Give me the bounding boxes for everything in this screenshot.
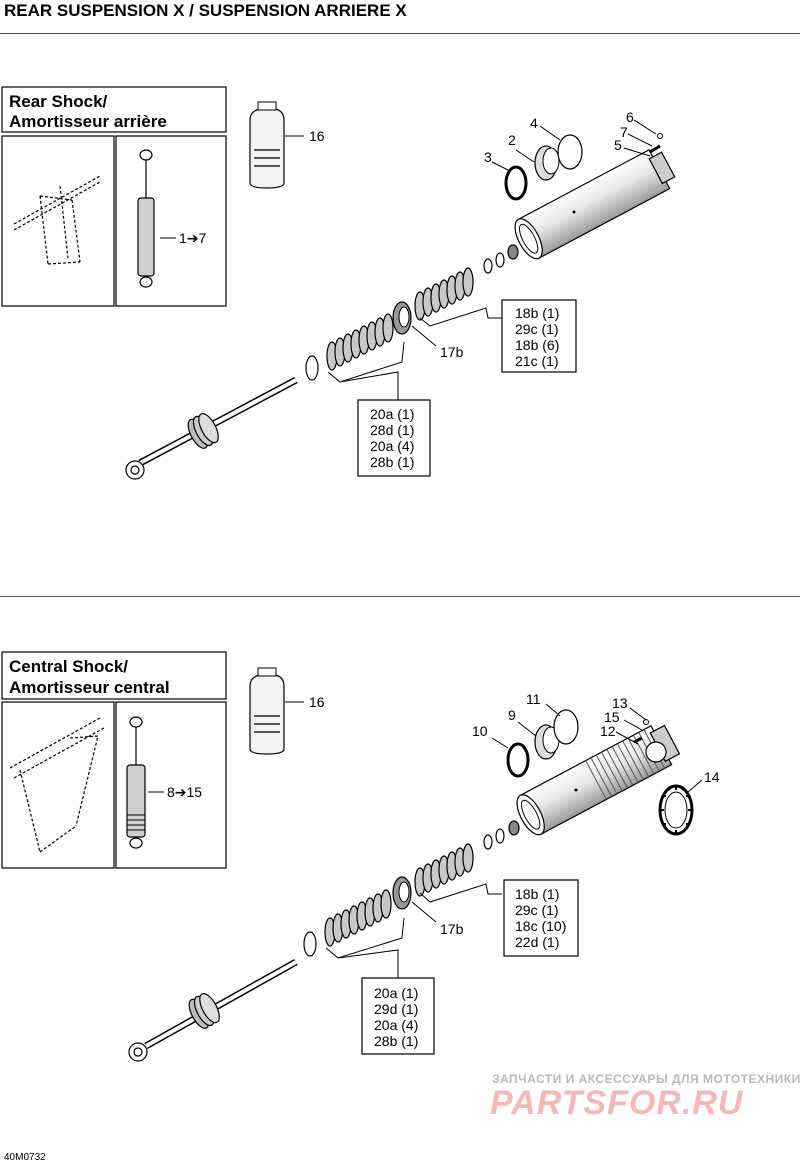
rear-legend-top-1: 29c (1) bbox=[515, 321, 559, 337]
central-legend-bottom-3: 28b (1) bbox=[374, 1033, 418, 1049]
rear-shaft-assembly bbox=[125, 355, 319, 480]
central-legend-top-3: 22d (1) bbox=[515, 934, 559, 950]
rear-legend-bottom-3: 28b (1) bbox=[370, 454, 414, 470]
rear-callout-5: 5 bbox=[614, 137, 622, 153]
central-nut bbox=[508, 820, 520, 836]
title-divider bbox=[0, 33, 800, 34]
rear-legend-top-box bbox=[501, 299, 577, 373]
central-shock-sketch bbox=[126, 716, 164, 849]
central-legend-bottom-2: 20a (4) bbox=[374, 1017, 418, 1033]
central-callout-12: 12 bbox=[600, 723, 616, 739]
central-upper-shim-stack bbox=[414, 843, 474, 897]
central-legend-top-2: 18c (10) bbox=[515, 918, 566, 934]
central-callout-11: 11 bbox=[526, 691, 541, 707]
central-spring-preload-ring bbox=[658, 784, 694, 836]
rear-box-title-line2: Amortisseur arrière bbox=[9, 112, 167, 131]
rear-legend-leaders bbox=[327, 307, 502, 400]
rear-callout-4: 4 bbox=[530, 115, 538, 131]
section-divider bbox=[0, 596, 800, 597]
central-callout-13: 13 bbox=[612, 695, 628, 711]
rear-callout-leaders bbox=[491, 119, 657, 171]
rear-callout-2: 2 bbox=[508, 132, 516, 148]
central-callout-17b: 17b bbox=[440, 921, 464, 937]
page-title: REAR SUSPENSION X / SUSPENSION ARRIERE X bbox=[4, 1, 407, 20]
central-legend-bottom-1: 29d (1) bbox=[374, 1001, 418, 1017]
central-lower-shim-stack bbox=[324, 889, 392, 947]
central-callout-leaders bbox=[491, 703, 703, 793]
rear-seal-parts bbox=[504, 133, 663, 201]
central-callout-14: 14 bbox=[704, 769, 720, 785]
drawing-code: 40M0732 bbox=[4, 1152, 46, 1163]
rear-callout-17b: 17b bbox=[440, 344, 464, 360]
central-frame-sketch bbox=[9, 717, 105, 853]
rear-frame-sketch bbox=[13, 175, 101, 265]
rear-piston bbox=[392, 301, 437, 347]
rear-oil-bottle bbox=[249, 101, 304, 189]
rear-legend-bottom-1: 28d (1) bbox=[370, 422, 414, 438]
central-legend-top-0: 18b (1) bbox=[515, 886, 559, 902]
central-legend-top-box bbox=[503, 879, 579, 957]
central-callout-15: 15 bbox=[604, 709, 620, 725]
rear-upper-shim-stack bbox=[414, 267, 474, 321]
central-callout-16: 16 bbox=[309, 694, 325, 710]
rear-title-box: Rear Shock/ Amortisseur arrière bbox=[1, 86, 227, 307]
watermark-logo: PARTSFOR.RU bbox=[490, 1084, 744, 1122]
watermark-tagline: ЗАПЧАСТИ И АКСЕССУАРЫ ДЛЯ МОТОТЕХНИКИ bbox=[492, 1072, 800, 1086]
rear-legend-bottom-2: 20a (4) bbox=[370, 438, 414, 454]
rear-lower-shim-stack bbox=[326, 313, 394, 371]
rear-shock-sketch bbox=[137, 149, 176, 288]
rear-legend-top-0: 18b (1) bbox=[515, 305, 559, 321]
rear-nut bbox=[507, 244, 519, 260]
central-box-title-line2: Amortisseur central bbox=[9, 678, 170, 697]
rear-legend-top-3: 21c (1) bbox=[515, 353, 559, 369]
rear-shock-section: Rear Shock/ Amortisseur arrière bbox=[1, 86, 676, 480]
central-seal-parts bbox=[506, 709, 649, 778]
rear-kit-ref: 1➔7 bbox=[179, 230, 207, 246]
central-legend-bottom-0: 20a (1) bbox=[374, 985, 418, 1001]
central-shock-body bbox=[516, 724, 681, 836]
central-legend-bottom-box bbox=[361, 977, 435, 1055]
central-shaft-assembly bbox=[128, 931, 317, 1062]
central-shock-section: Central Shock/ Amortisseur central 8➔15 bbox=[1, 651, 720, 1062]
rear-box-title-line1: Rear Shock/ bbox=[9, 92, 108, 111]
central-kit-ref: 8➔15 bbox=[167, 784, 202, 800]
central-title-box: Central Shock/ Amortisseur central 8➔15 bbox=[1, 651, 227, 869]
rear-shock-body bbox=[514, 149, 676, 260]
rear-callout-7: 7 bbox=[620, 124, 628, 140]
rear-callout-3: 3 bbox=[484, 149, 492, 165]
central-legend-top-1: 29c (1) bbox=[515, 902, 559, 918]
rear-legend-bottom-box bbox=[357, 399, 431, 477]
central-box-title-line1: Central Shock/ bbox=[9, 657, 128, 676]
central-legend-leaders bbox=[325, 883, 502, 978]
central-callout-10: 10 bbox=[472, 723, 488, 739]
rear-legend-top-2: 18b (6) bbox=[515, 337, 559, 353]
central-oil-bottle bbox=[249, 667, 304, 755]
rear-callout-16: 16 bbox=[309, 128, 325, 144]
central-callout-9: 9 bbox=[508, 707, 516, 723]
rear-legend-bottom-0: 20a (1) bbox=[370, 406, 414, 422]
central-piston bbox=[392, 876, 437, 923]
rear-callout-6: 6 bbox=[626, 109, 634, 125]
